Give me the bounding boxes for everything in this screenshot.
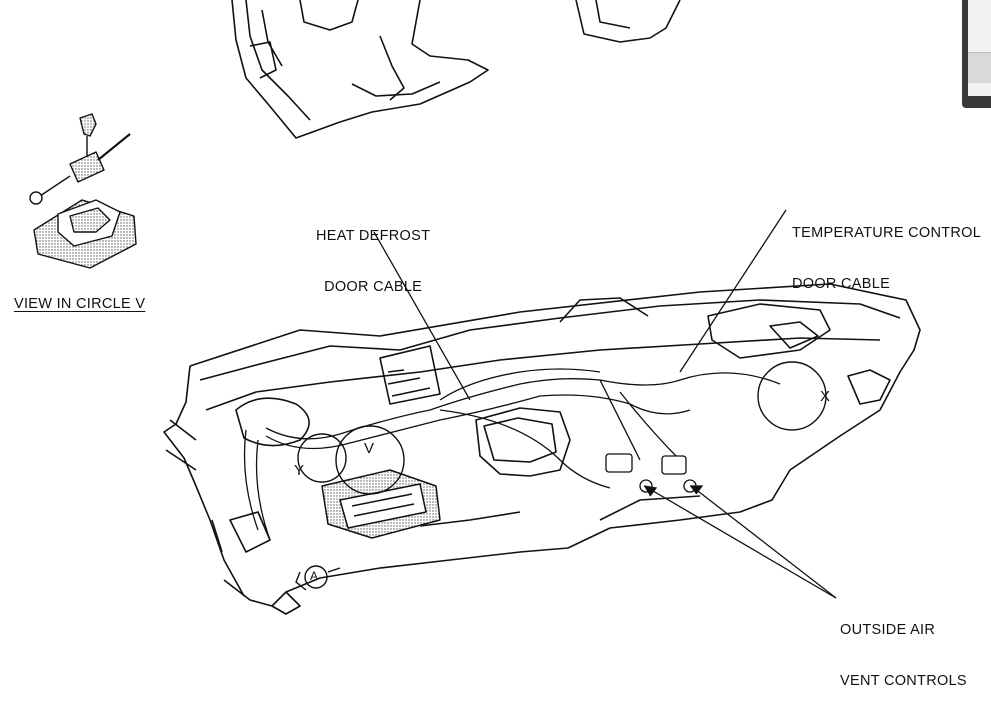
circle-a-marker: A (310, 569, 319, 583)
heat-defrost-line-2: DOOR CABLE (324, 279, 423, 295)
outside-air-label: OUTSIDE AIR VENT CONTROLS (840, 588, 967, 707)
temperature-control-line-1: TEMPERATURE CONTROL (792, 225, 982, 241)
circle-a (304, 565, 328, 589)
outside-air-line-2: VENT CONTROLS (840, 673, 967, 689)
leader-lines (373, 209, 837, 599)
outside-air-line-1: OUTSIDE AIR (840, 622, 936, 638)
circle-v-marker: V (364, 440, 375, 457)
control-cables (243, 368, 781, 541)
temperature-control-label: TEMPERATURE CONTROL DOOR CABLE (792, 191, 981, 310)
upper-duct-assembly (231, 0, 681, 139)
heat-defrost-line-1: HEAT DEFROST (316, 228, 431, 244)
circle-callouts (295, 361, 827, 591)
side-panel (962, 0, 991, 108)
instrument-panel-body (163, 283, 921, 615)
instrument-panel-diagram (29, 0, 921, 615)
side-panel-button[interactable] (968, 52, 991, 83)
circle-x (757, 361, 827, 431)
temperature-control-line-2: DOOR CABLE (792, 276, 891, 292)
heat-defrost-label: HEAT DEFROST DOOR CABLE (316, 194, 430, 313)
circle-v (335, 425, 405, 495)
detail-view-circle-v (29, 113, 137, 269)
circle-y-marker: Y (294, 462, 305, 479)
heater-control-unit (321, 469, 441, 539)
view-in-circle-label: VIEW IN CIRCLE V (14, 296, 146, 312)
circle-x-marker: X (820, 388, 831, 405)
outside-air-knobs (605, 453, 697, 493)
circle-y (297, 433, 347, 483)
